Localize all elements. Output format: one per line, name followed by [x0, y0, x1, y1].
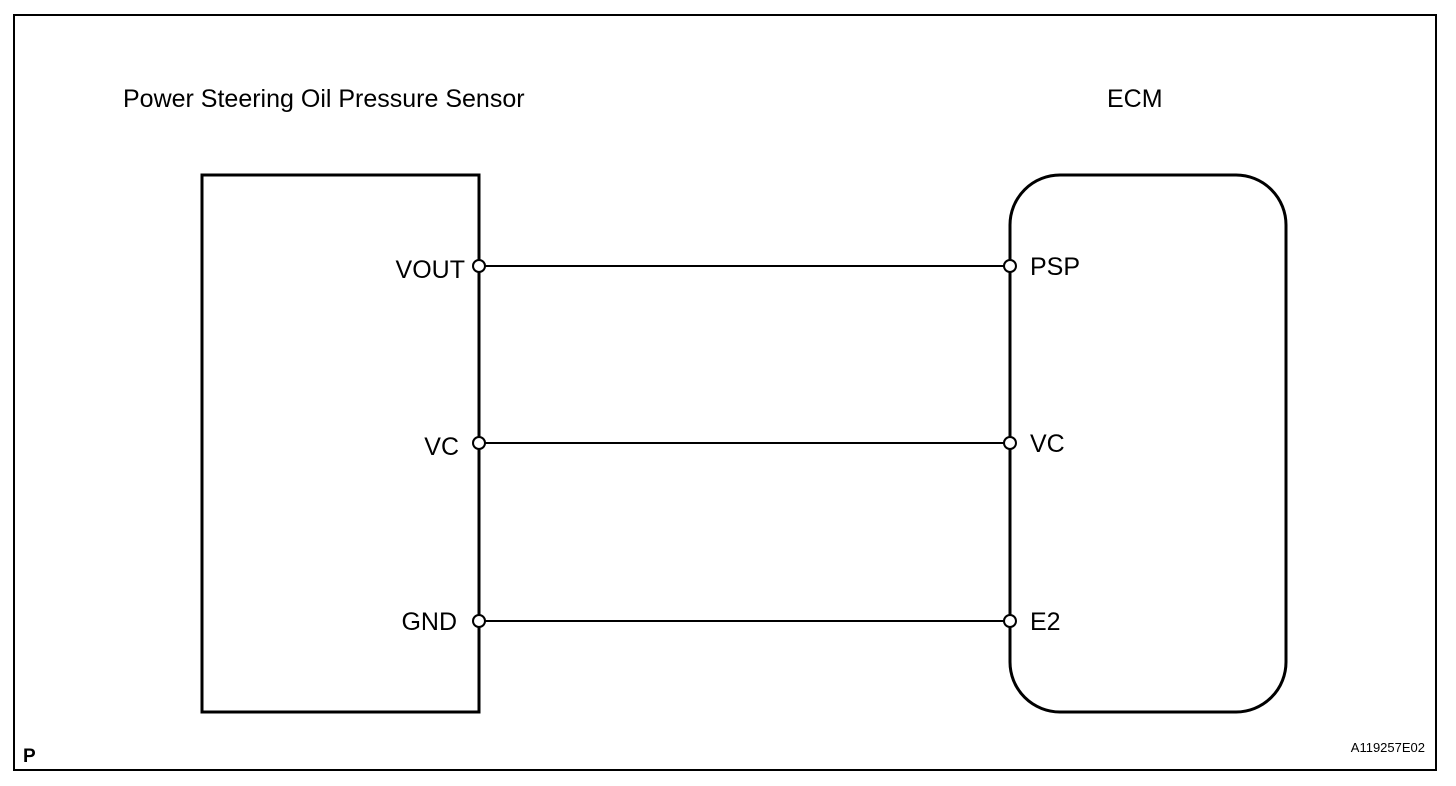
terminal-vout — [472, 259, 486, 273]
terminal-gnd — [472, 614, 486, 628]
ecm-title: ECM — [1107, 85, 1163, 113]
terminal-ecm-vc — [1003, 436, 1017, 450]
figure-code: A119257E02 — [1351, 740, 1425, 755]
terminal-e2 — [1003, 614, 1017, 628]
pin-label-psp: PSP — [1030, 253, 1080, 281]
diagram-frame — [13, 14, 1437, 771]
pin-label-gnd: GND — [401, 608, 457, 636]
sensor-title: Power Steering Oil Pressure Sensor — [123, 85, 525, 113]
terminal-psp — [1003, 259, 1017, 273]
pin-label-sensor-vc: VC — [424, 433, 459, 461]
pin-label-vout: VOUT — [396, 256, 465, 284]
corner-mark: P — [23, 746, 36, 767]
pin-label-ecm-vc: VC — [1030, 430, 1065, 458]
pin-label-e2: E2 — [1030, 608, 1061, 636]
terminal-sensor-vc — [472, 436, 486, 450]
